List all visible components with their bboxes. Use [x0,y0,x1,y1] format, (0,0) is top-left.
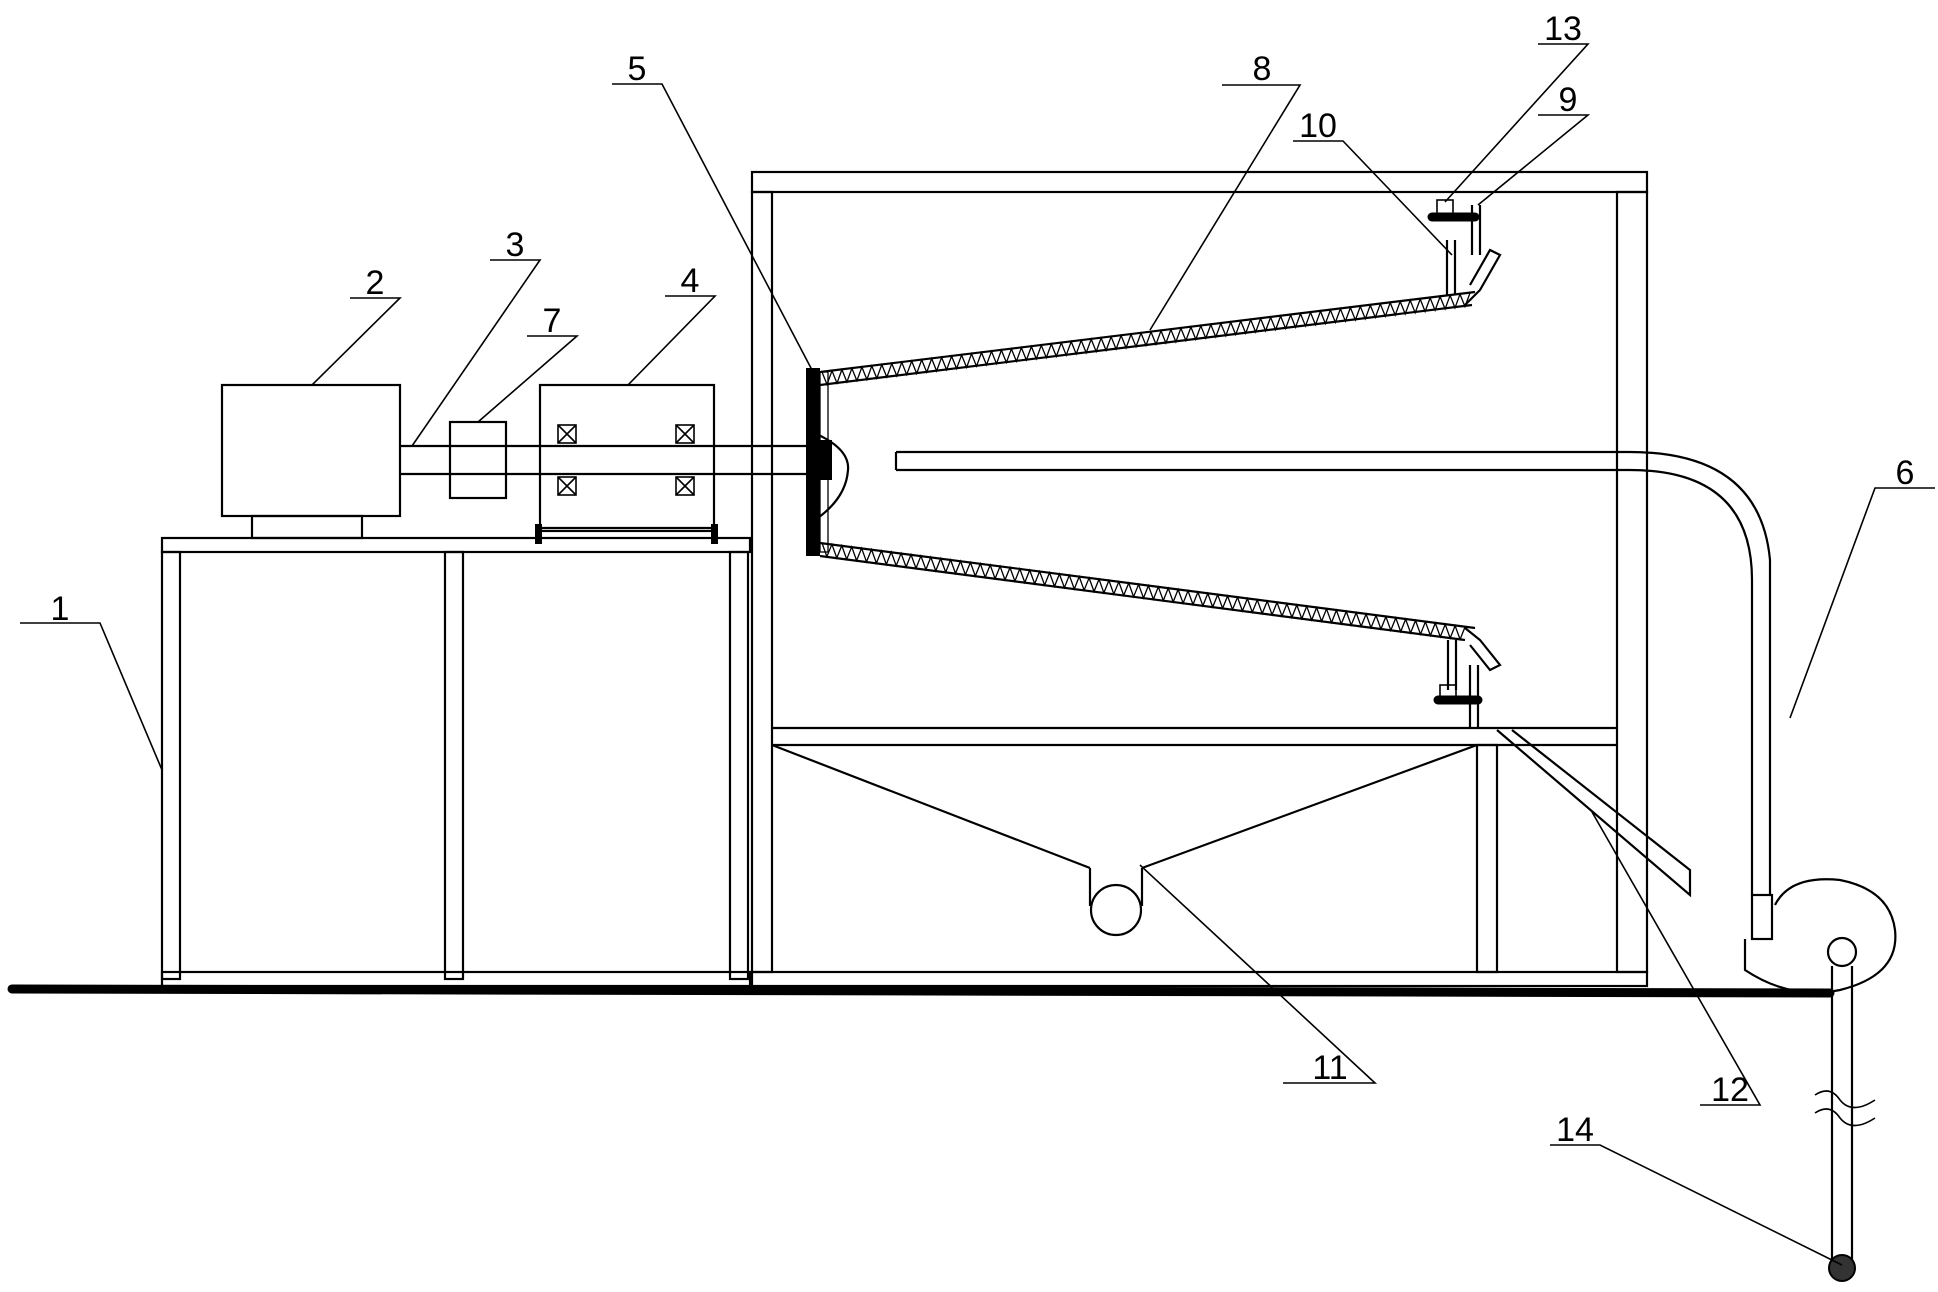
leader-lines [20,43,1935,1266]
label-5: 5 [628,50,647,88]
shaft [400,444,812,476]
collection-hopper [771,743,1478,937]
label-10: 10 [1299,107,1337,145]
part-labels: 1 2 3 4 5 6 7 8 9 10 11 12 13 14 [51,10,1915,1149]
discharge-chute [1496,729,1692,898]
label-2: 2 [366,264,385,302]
rotating-plate [806,368,850,556]
label-7: 7 [543,302,562,340]
lower-nozzle [1433,640,1483,728]
label-14: 14 [1556,1111,1594,1149]
motor [220,383,402,540]
fan [1743,878,1897,994]
label-4: 4 [681,262,700,300]
bearing-housing [535,383,718,544]
label-3: 3 [506,226,525,264]
label-9: 9 [1559,81,1578,119]
main-frame [750,170,1649,988]
coupling [448,420,508,500]
label-8: 8 [1253,50,1272,88]
left-frame [160,536,752,988]
label-11: 11 [1312,1049,1347,1087]
label-12: 12 [1711,1071,1749,1109]
air-duct [894,450,1772,895]
ground-line [7,984,1835,998]
label-1: 1 [51,590,70,628]
label-6: 6 [1896,454,1915,492]
label-13: 13 [1544,10,1582,48]
suction-pipe [1814,966,1876,1282]
screen-cone [819,248,1502,672]
